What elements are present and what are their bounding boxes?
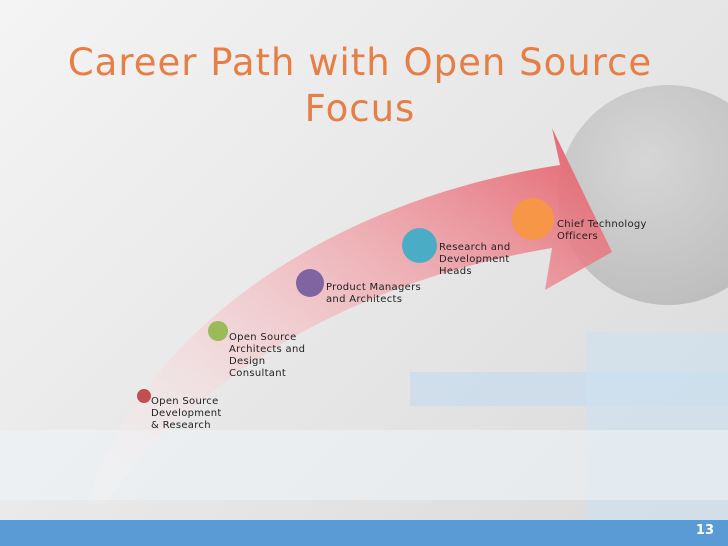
title-line-2: Focus bbox=[304, 87, 416, 130]
step-5-marker bbox=[512, 198, 554, 240]
step-1-marker bbox=[137, 389, 151, 403]
page-number: 13 bbox=[695, 523, 714, 538]
slide-title: Career Path with Open Source Focus bbox=[60, 40, 660, 132]
step-4-marker bbox=[402, 228, 437, 263]
step-2-marker bbox=[208, 321, 228, 341]
footer-bar bbox=[0, 520, 728, 546]
step-1-label: Open Source Development & Research bbox=[151, 396, 222, 431]
title-line-1: Career Path with Open Source bbox=[67, 41, 653, 84]
step-5-label: Chief Technology Officers bbox=[557, 219, 647, 242]
step-2-label: Open Source Architects and Design Consul… bbox=[229, 332, 306, 379]
career-arrow bbox=[86, 128, 612, 505]
step-4-label: Research and Development Heads bbox=[439, 242, 511, 277]
step-3-label: Product Managers and Architects bbox=[326, 282, 421, 305]
step-3-marker bbox=[296, 269, 324, 297]
